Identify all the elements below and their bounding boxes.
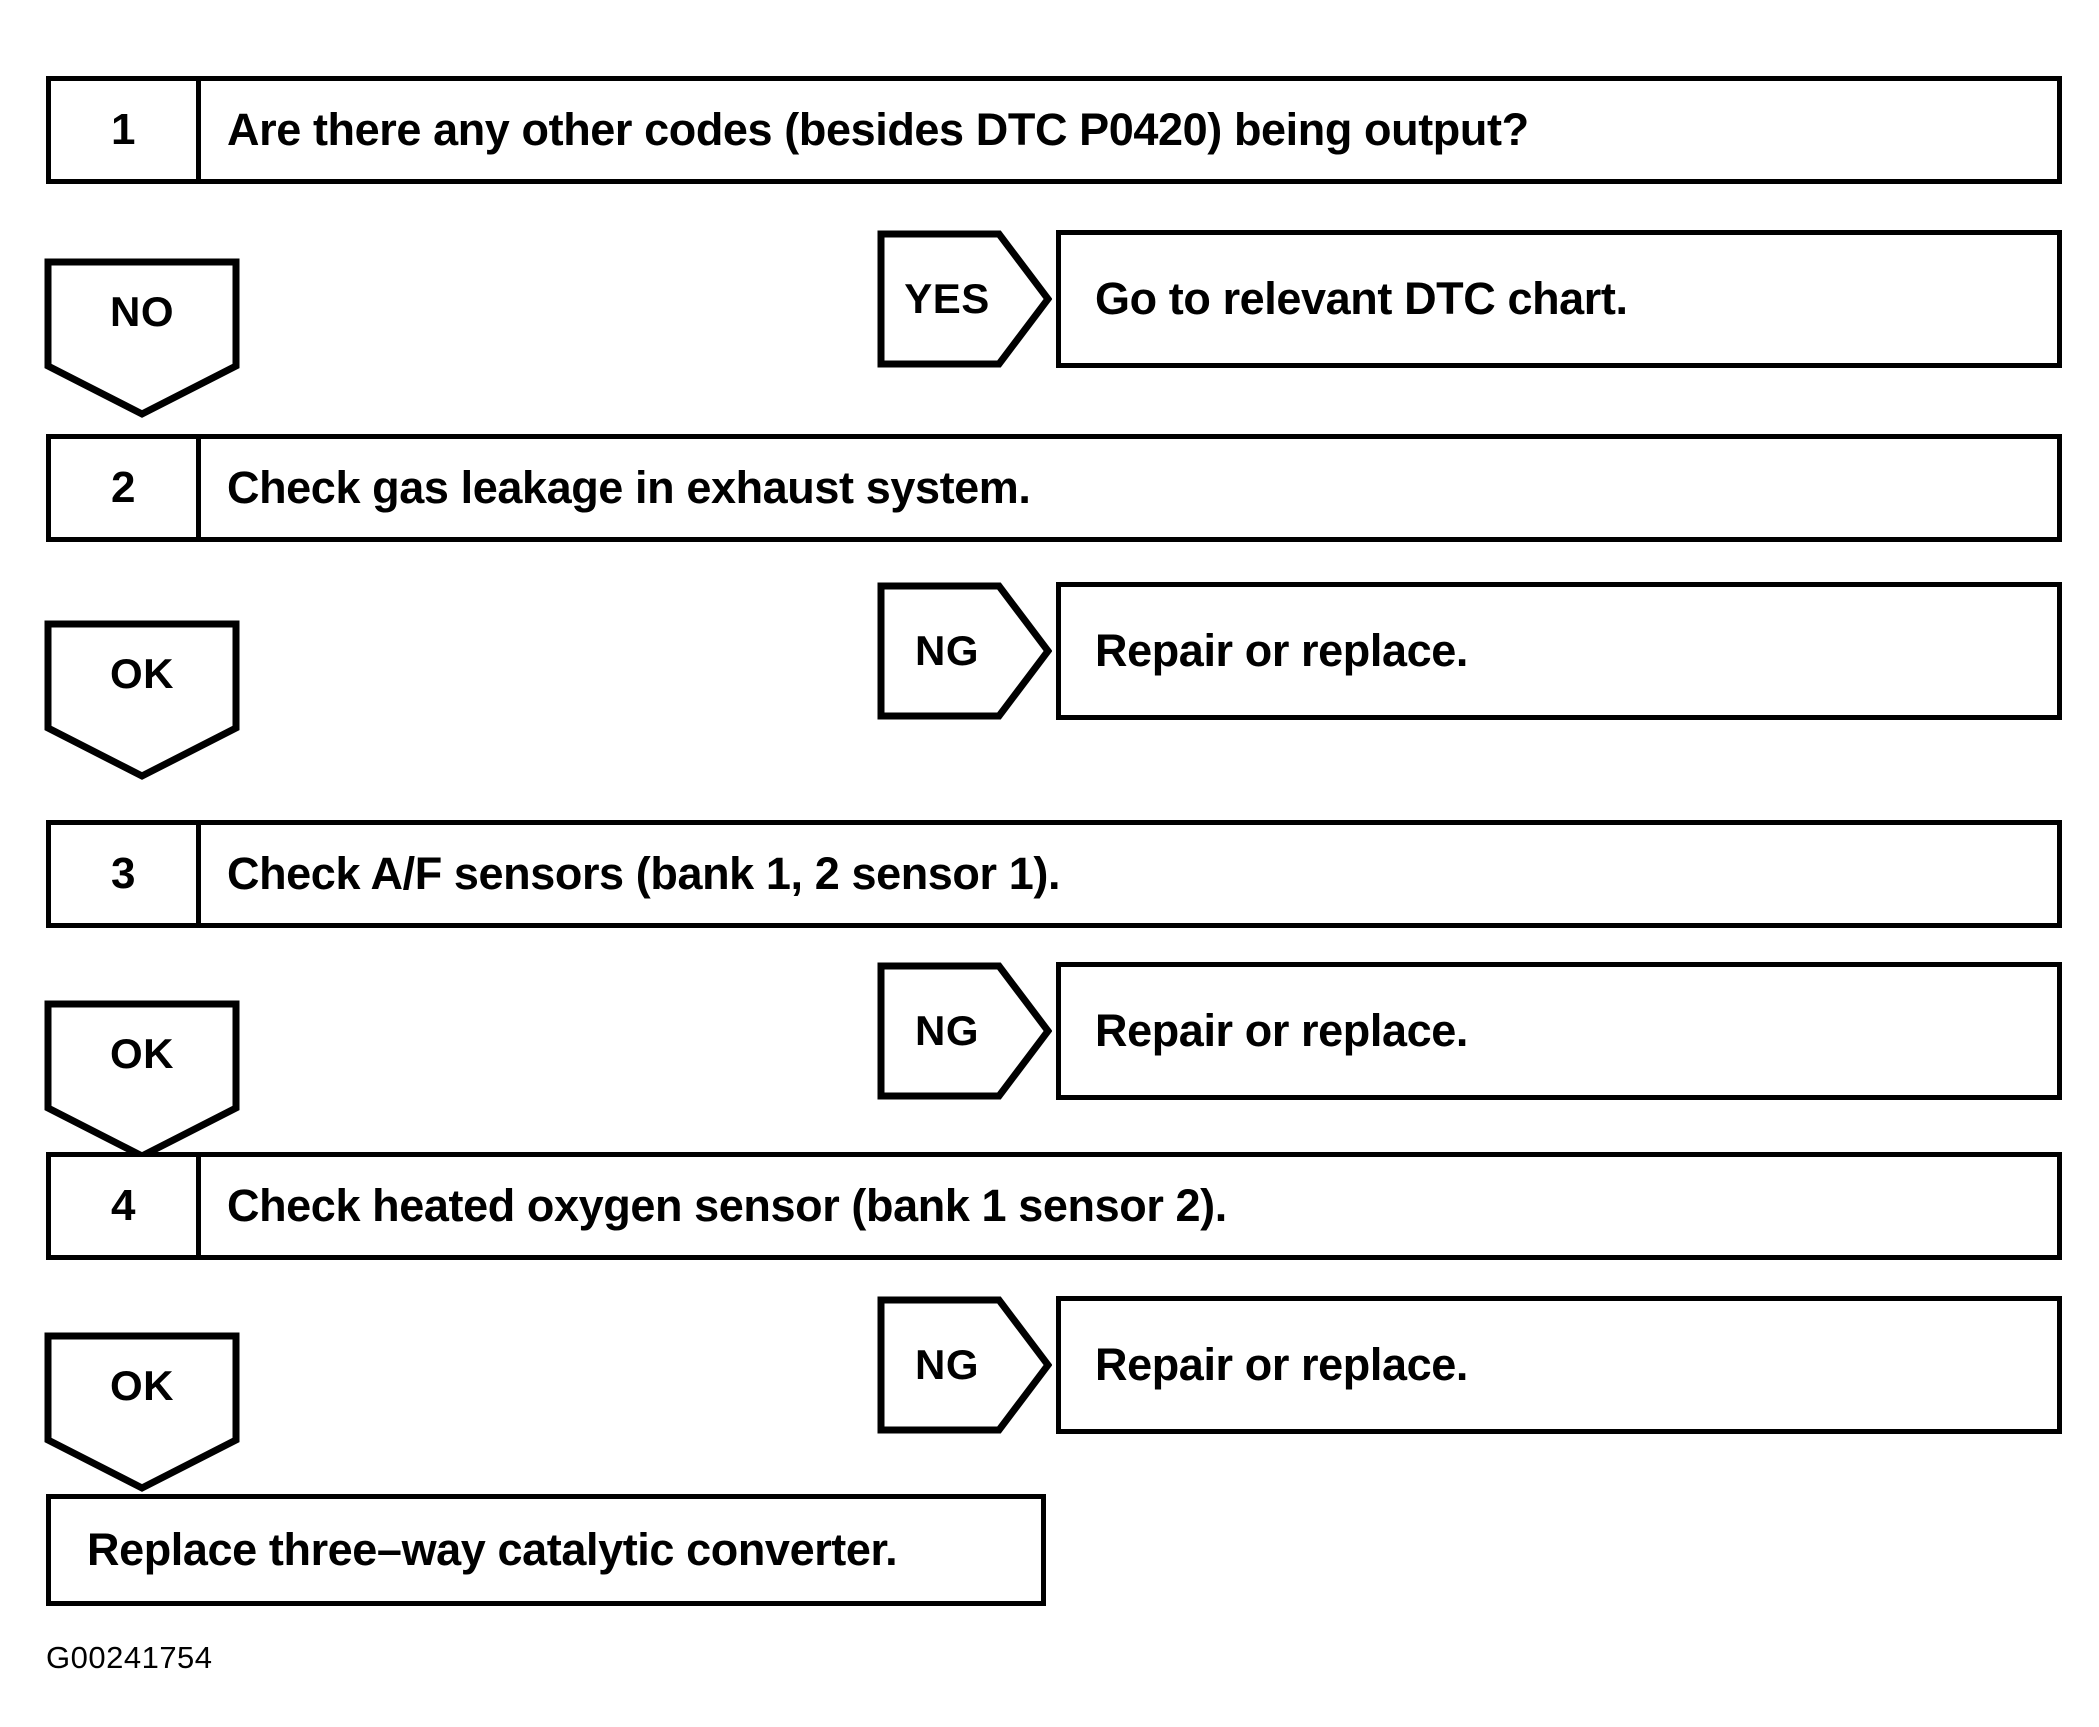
branch-result-box-4[interactable]: Repair or replace. [1056,1296,2062,1434]
step-text-2: Check gas leakage in exhaust system. [227,462,1031,513]
step-row-1[interactable]: 1 Are there any other codes (besides DTC… [46,76,2062,184]
branch-result-box-3[interactable]: Repair or replace. [1056,962,2062,1100]
step-number-3: 3 [51,825,201,923]
branch-arrow-ng-4: NG [877,1296,1052,1434]
branch-arrow-ng-3: NG [877,962,1052,1100]
branch-label-ng-2: NG [915,627,979,674]
step-row-2[interactable]: 2 Check gas leakage in exhaust system. [46,434,2062,542]
branch-result-box-2[interactable]: Repair or replace. [1056,582,2062,720]
branch-arrow-ok-3: OK [44,1000,240,1160]
branch-arrow-yes-1: YES [877,230,1052,368]
branch-label-ok-2: OK [110,650,174,697]
branch-label-ok-4: OK [110,1362,174,1409]
step-row-4[interactable]: 4 Check heated oxygen sensor (bank 1 sen… [46,1152,2062,1260]
branch-label-ng-4: NG [915,1341,979,1388]
figure-caption: G00241754 [46,1640,213,1675]
branch-arrow-no-1: NO [44,258,240,418]
step-number-4: 4 [51,1157,201,1255]
branch-label-ng-3: NG [915,1007,979,1054]
step-number-1: 1 [51,81,201,179]
step-number-2: 2 [51,439,201,537]
step-text-4: Check heated oxygen sensor (bank 1 senso… [227,1180,1227,1231]
step-row-3[interactable]: 3 Check A/F sensors (bank 1, 2 sensor 1)… [46,820,2062,928]
branch-result-box-1[interactable]: Go to relevant DTC chart. [1056,230,2062,368]
branch-arrow-ng-2: NG [877,582,1052,720]
branch-arrow-ok-4: OK [44,1332,240,1492]
branch-label-ok-3: OK [110,1030,174,1077]
step-text-3: Check A/F sensors (bank 1, 2 sensor 1). [227,848,1061,899]
branch-label-yes-1: YES [904,275,990,322]
conclusion-box[interactable]: Replace three–way catalytic converter. [46,1494,1046,1606]
branch-arrow-ok-2: OK [44,620,240,780]
branch-label-no-1: NO [110,288,174,335]
step-text-1: Are there any other codes (besides DTC P… [227,104,1529,155]
